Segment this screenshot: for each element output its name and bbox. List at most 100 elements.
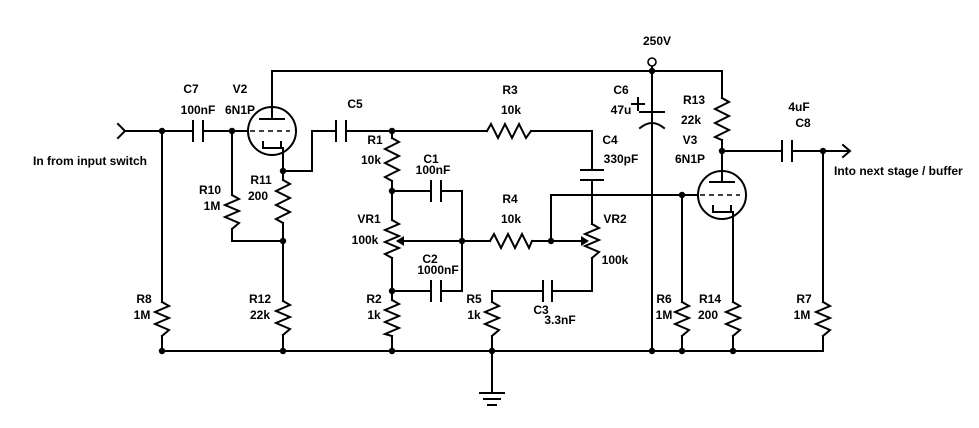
r12-ref-label: R12 <box>249 292 271 306</box>
junction-dot <box>228 127 236 135</box>
c4-ref-label: C4 <box>602 133 618 147</box>
r7-value-label: 1M <box>794 308 811 322</box>
junction-dot <box>488 347 496 355</box>
c7-value-label: 100nF <box>181 103 216 117</box>
tube-v2-icon <box>247 106 297 161</box>
vr2-ref-label: VR2 <box>603 212 627 226</box>
c6-ref-label: C6 <box>613 83 629 97</box>
capacitor-c3 <box>542 280 553 302</box>
capacitor-c8 <box>781 140 793 162</box>
capacitor-c6 <box>631 97 666 130</box>
supply-voltage-label: 250V <box>643 34 671 48</box>
resistor-r1 <box>382 136 402 183</box>
r4-ref-label: R4 <box>502 192 518 206</box>
c3-ref-label: C3 <box>533 303 549 317</box>
junction-dot <box>388 287 396 295</box>
r8-ref-label: R8 <box>136 292 152 306</box>
resistor-r6 <box>672 300 692 338</box>
r1-value-label: 10k <box>361 153 381 167</box>
resistor-r2 <box>382 298 402 338</box>
r4-value-label: 10k <box>501 212 521 226</box>
vr1-value-label: 100k <box>352 233 379 247</box>
junction-dot <box>158 127 166 135</box>
c4-value-label: 330pF <box>604 152 639 166</box>
r14-ref-label: R14 <box>699 292 721 306</box>
resistor-r3 <box>485 121 533 141</box>
capacitor-c5 <box>335 120 347 142</box>
resistor-r14 <box>723 300 743 338</box>
r5-value-label: 1k <box>467 308 481 322</box>
junction-dot <box>158 347 166 355</box>
c8-value-label: 4uF <box>788 100 809 114</box>
r11-ref-label: R11 <box>250 173 272 187</box>
c8-ref-label: C8 <box>795 116 811 130</box>
junction-dot <box>388 187 396 195</box>
c2-ref-label: C2 <box>422 252 438 266</box>
v3-type-label: 6N1P <box>675 152 705 166</box>
supply-terminal-icon <box>647 57 657 67</box>
c3-value-label: 3.3nF <box>544 313 575 327</box>
junction-dot <box>718 147 726 155</box>
labels: 250V In from input switch Into next stag… <box>33 34 963 327</box>
potentiometer-vr1 <box>382 218 409 260</box>
v3-ref-label: V3 <box>683 133 698 147</box>
junction-dot <box>729 347 737 355</box>
r2-ref-label: R2 <box>366 292 382 306</box>
c1-ref-label: C1 <box>423 152 439 166</box>
r7-ref-label: R7 <box>796 292 812 306</box>
r11-value-label: 200 <box>248 189 268 203</box>
resistor-r5 <box>482 300 502 338</box>
junction-dots <box>158 67 827 355</box>
resistor-r8 <box>152 300 172 338</box>
output-arrow-icon <box>841 143 852 159</box>
r13-ref-label: R13 <box>683 93 705 107</box>
junction-dot <box>458 237 466 245</box>
c1-value-label: 100nF <box>416 163 451 177</box>
capacitor-c7 <box>192 120 204 142</box>
vr2-value-label: 100k <box>602 253 629 267</box>
resistor-r7 <box>813 300 833 338</box>
junction-dot <box>678 347 686 355</box>
c2-value-label: 1000nF <box>417 263 458 277</box>
tube-v3-icon <box>697 167 747 220</box>
input-label: In from input switch <box>33 154 147 168</box>
junction-dot <box>547 237 555 245</box>
r10-value-label: 1M <box>204 199 221 213</box>
resistor-r4 <box>488 231 534 251</box>
r3-value-label: 10k <box>501 103 521 117</box>
capacitor-c4 <box>580 169 604 181</box>
junction-dot <box>388 127 396 135</box>
junction-dot <box>388 347 396 355</box>
junction-dot <box>648 347 656 355</box>
vr1-ref-label: VR1 <box>357 212 381 226</box>
r8-value-label: 1M <box>134 308 151 322</box>
v2-ref-label: V2 <box>233 82 248 96</box>
r12-value-label: 22k <box>250 308 270 322</box>
resistor-r10 <box>222 193 242 231</box>
junction-dot <box>819 147 827 155</box>
capacitor-c2 <box>430 280 442 302</box>
r14-value-label: 200 <box>698 308 718 322</box>
r3-ref-label: R3 <box>502 83 518 97</box>
r6-ref-label: R6 <box>656 292 672 306</box>
c7-ref-label: C7 <box>183 82 199 96</box>
r2-value-label: 1k <box>367 308 381 322</box>
junction-dot <box>648 67 656 75</box>
ground-symbol-icon <box>479 392 505 406</box>
r6-value-label: 1M <box>656 308 673 322</box>
junction-dot <box>279 347 287 355</box>
c5-ref-label: C5 <box>347 97 363 111</box>
junction-dot <box>678 191 686 199</box>
resistor-r12 <box>273 299 293 337</box>
output-label: Into next stage / buffer <box>834 164 963 178</box>
r10-ref-label: R10 <box>199 183 221 197</box>
potentiometer-vr2 <box>577 222 602 260</box>
resistor-r13 <box>712 96 732 142</box>
v2-type-label: 6N1P <box>225 103 255 117</box>
c6-value-label: 47u <box>611 103 632 117</box>
r5-ref-label: R5 <box>466 292 482 306</box>
junction-dot <box>279 237 287 245</box>
junction-dot <box>279 167 287 175</box>
r13-value-label: 22k <box>681 113 701 127</box>
